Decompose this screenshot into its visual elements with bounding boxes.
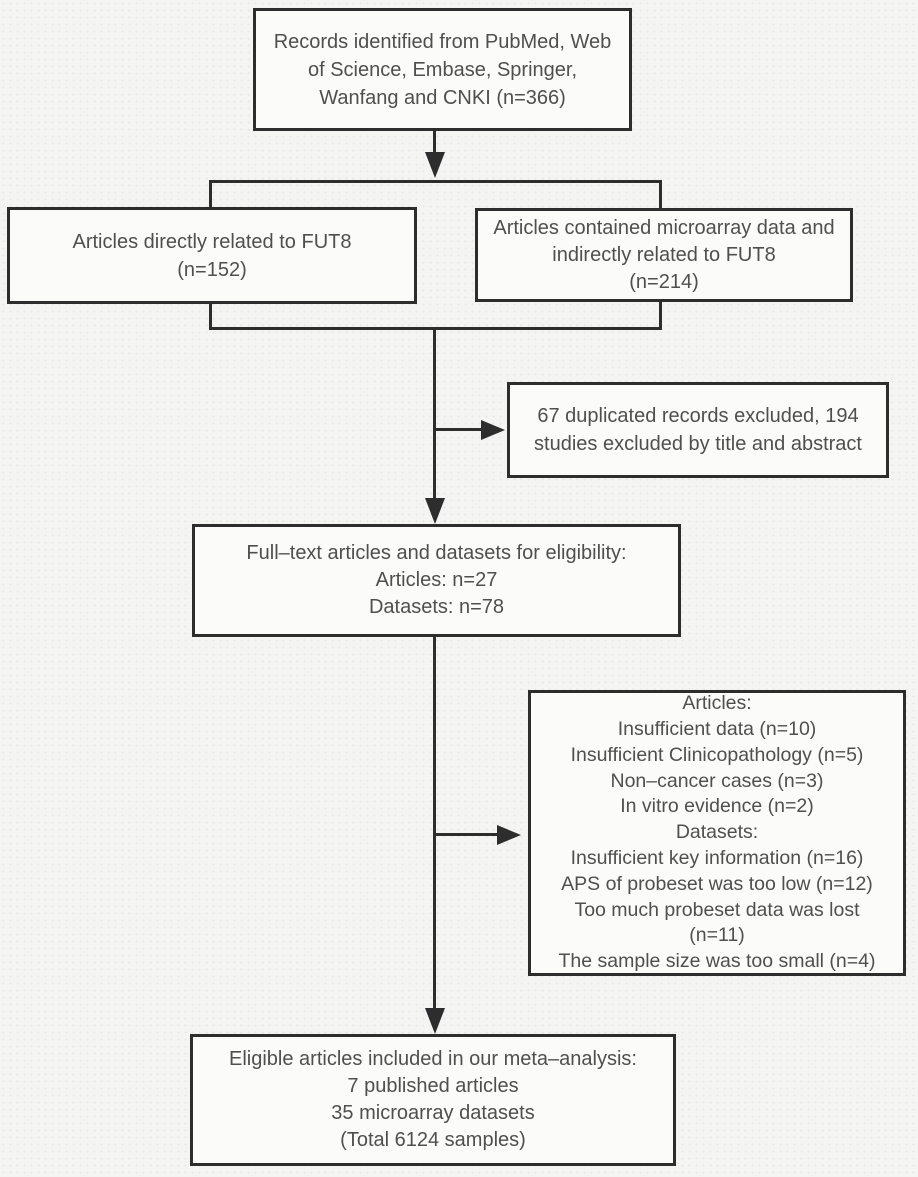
text-line: Too much probeset data was lost [574,898,860,921]
text-line: (n=214) [629,270,699,293]
text-line: Non–cancer cases (n=3) [610,769,824,792]
text-line: Datasets: [675,821,759,844]
connector-fulltext-to-eligible [433,637,436,1009]
exclusion-reasons-box: Articles: Insufficient data (n=10) Insuf… [528,690,906,976]
text-line: Articles contained microarray data and [493,216,835,239]
text-line: APS of probeset was too low (n=12) [561,872,873,895]
connector-split-to-fulltext [433,330,436,498]
direct-articles-box: Articles directly related to FUT8 (n=152… [7,207,417,304]
connector-branch-duplicates [434,428,482,431]
connector-branch-exclusions [434,833,498,836]
connector-records-to-split [433,130,436,154]
text-line: 67 duplicated records excluded, 194 [537,405,859,427]
text-line: Full–text articles and datasets for elig… [246,542,627,564]
duplicates-excluded-box: 67 duplicated records excluded, 194 stud… [507,382,889,478]
text-line: Insufficient Clinicopathology (n=5) [570,743,864,766]
fulltext-eligibility-box: Full–text articles and datasets for elig… [192,524,681,637]
arrow-down-icon [425,152,445,178]
text-line: The sample size was too small (n=4) [558,950,876,973]
text-line: Records identified from PubMed, Web [273,30,612,53]
text-line: Wanfang and CNKI (n=366) [319,86,566,109]
text-line: (Total 6124 samples) [340,1129,526,1151]
text-line: indirectly related to FUT8 [552,243,776,266]
text-line: (n=11) [689,924,745,947]
text-line: Articles: n=27 [375,569,498,591]
text-line: Eligible articles included in our meta–a… [229,1048,637,1070]
arrow-right-icon [481,420,505,440]
arrow-right-icon [497,825,521,845]
text-line: 35 microarray datasets [331,1102,535,1124]
indirect-articles-box: Articles contained microarray data and i… [475,208,853,302]
text-line: Articles: [682,692,752,715]
arrow-down-icon [425,498,445,524]
arrow-down-icon [425,1008,445,1034]
text-line: of Science, Embase, Springer, [307,58,578,81]
text-line: (n=152) [177,258,247,281]
text-line: studies excluded by title and abstract [534,433,862,455]
text-line: Insufficient key information (n=16) [570,846,864,869]
eligible-included-box: Eligible articles included in our meta–a… [190,1034,676,1166]
text-line: In vitro evidence (n=2) [620,795,814,818]
text-line: Datasets: n=78 [368,596,505,618]
text-line: Articles directly related to FUT8 [72,230,352,253]
records-identified-box: Records identified from PubMed, Web of S… [253,8,632,131]
text-line: Insufficient data (n=10) [617,717,817,740]
text-line: 7 published articles [347,1075,519,1097]
